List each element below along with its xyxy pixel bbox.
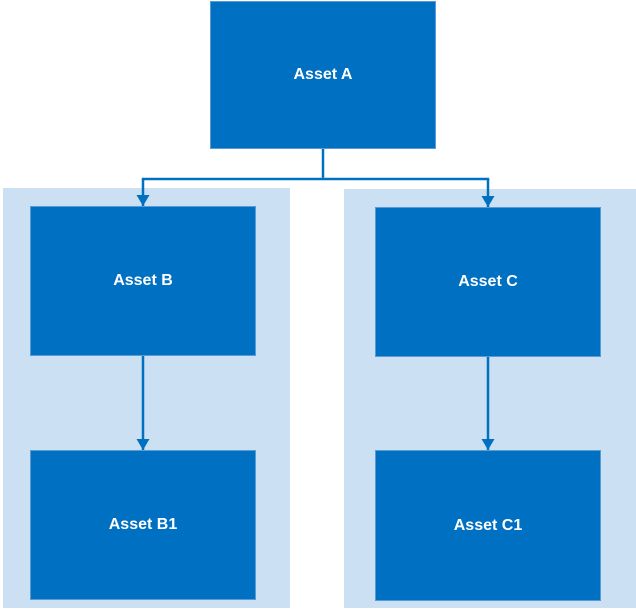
node-asset-c1: Asset C1	[375, 450, 601, 601]
node-asset-c1-label: Asset C1	[453, 516, 523, 534]
node-asset-b1-label: Asset B1	[108, 516, 178, 533]
node-asset-b1: Asset B1	[30, 450, 256, 600]
node-asset-c-label: Asset C	[458, 273, 518, 290]
node-asset-b-label: Asset B	[113, 272, 173, 289]
node-asset-a: Asset A	[210, 1, 436, 149]
node-asset-a-label: Asset A	[293, 66, 353, 83]
node-asset-c: Asset C	[375, 207, 601, 357]
node-asset-b: Asset B	[30, 206, 256, 356]
